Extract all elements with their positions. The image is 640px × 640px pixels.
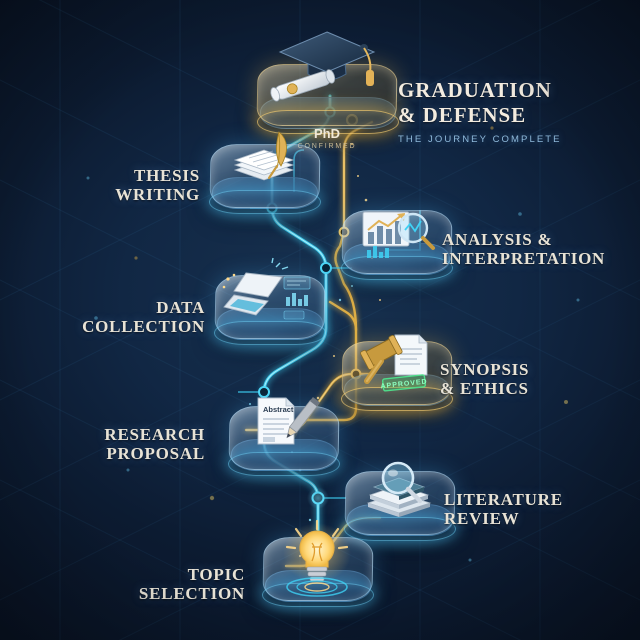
label-synopsis-ethics: SYNOPSIS & ETHICS — [440, 340, 630, 399]
lightbulb-icon — [258, 517, 376, 597]
label-literature-review-text: LITERATURE REVIEW — [444, 489, 563, 529]
abstract-document-pencil-icon: Abstract — [224, 386, 342, 466]
label-research-proposal: RESEARCH PROPOSAL — [20, 405, 205, 464]
label-synopsis-ethics-text: SYNOPSIS & ETHICS — [440, 359, 530, 399]
label-analysis-interpretation: ANALYSIS & INTERPRETATION — [442, 210, 640, 269]
quill-on-pages-icon — [205, 124, 323, 204]
label-data-collection: DATA COLLECTION — [20, 278, 205, 337]
label-literature-review: LITERATURE REVIEW — [444, 470, 634, 529]
chart-magnifier-icon — [337, 190, 455, 270]
label-graduation: GRADUATION & DEFENSE THE JOURNEY COMPLET… — [398, 54, 598, 169]
node-data-collection[interactable] — [201, 257, 337, 357]
label-graduation-text: GRADUATION & DEFENSE — [398, 78, 552, 127]
label-topic-selection: TOPIC SELECTION — [60, 545, 245, 604]
node-synopsis-ethics[interactable]: APPROVED — [328, 325, 464, 423]
label-graduation-sub: THE JOURNEY COMPLETE — [398, 134, 562, 146]
laptop-data-icon — [210, 255, 328, 335]
node-research-proposal[interactable]: Abstract — [215, 390, 351, 488]
svg-text:Abstract: Abstract — [263, 405, 294, 414]
label-thesis-writing-text: THESIS WRITING — [115, 165, 200, 205]
node-topic-selection[interactable] — [249, 519, 385, 619]
node-analysis-interpretation[interactable] — [328, 194, 464, 292]
graduation-cap-icon — [252, 26, 402, 118]
gavel-document-icon: APPROVED — [337, 321, 455, 401]
label-thesis-writing: THESIS WRITING — [20, 146, 200, 205]
label-analysis-text: ANALYSIS & INTERPRETATION — [442, 229, 606, 269]
node-thesis-writing[interactable] — [196, 128, 332, 226]
label-data-collection-text: DATA COLLECTION — [82, 297, 205, 337]
label-research-proposal-text: RESEARCH PROPOSAL — [104, 424, 205, 464]
label-topic-selection-text: TOPIC SELECTION — [138, 564, 245, 604]
